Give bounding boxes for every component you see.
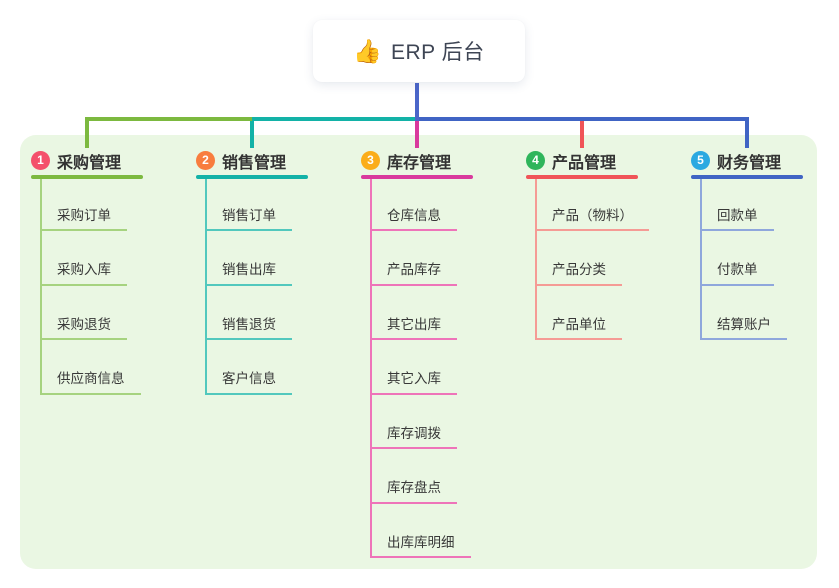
child-node-label: 付款单: [717, 262, 758, 277]
branch-underline: [361, 175, 473, 179]
root-node-label: ERP 后台: [391, 41, 485, 64]
child-node-采购退货[interactable]: 采购退货: [40, 286, 127, 340]
branch-child-line: [40, 179, 42, 395]
child-node-库存调拨[interactable]: 库存调拨: [370, 395, 457, 449]
branch-title: 产品管理: [552, 154, 617, 172]
child-node-出库库明细[interactable]: 出库库明细: [370, 504, 471, 558]
child-node-label: 库存盘点: [387, 480, 441, 495]
branch-children: 采购订单采购入库采购退货供应商信息: [40, 177, 141, 395]
branch-title: 财务管理: [717, 154, 782, 172]
branch-underline: [31, 175, 143, 179]
child-node-销售退货[interactable]: 销售退货: [205, 286, 292, 340]
branch-node-销售管理[interactable]: 2 销售管理: [196, 151, 287, 172]
branch-child-line: [370, 179, 372, 558]
child-node-label: 产品分类: [552, 262, 606, 277]
child-node-label: 产品单位: [552, 316, 606, 332]
child-node-label: 采购订单: [57, 207, 111, 223]
child-node-结算账户[interactable]: 结算账户: [700, 286, 787, 340]
connector-bus-line: [252, 117, 417, 121]
child-node-label: 销售订单: [222, 207, 276, 223]
child-node-label: 采购入库: [57, 262, 111, 277]
branch-underline: [196, 175, 308, 179]
child-node-产品单位[interactable]: 产品单位: [535, 286, 622, 340]
branch-number-badge: 3: [361, 151, 380, 170]
child-node-其它入库[interactable]: 其它入库: [370, 340, 457, 395]
branch-underline: [526, 175, 638, 179]
branch-children: 产品（物料） 产品分类产品单位: [535, 177, 649, 340]
thumbs-up-icon: 👍: [353, 37, 382, 64]
connector-drop-line: [415, 117, 419, 148]
branch-title: 销售管理: [222, 154, 287, 172]
child-node-回款单[interactable]: 回款单: [700, 177, 774, 231]
child-node-label: 销售退货: [222, 316, 276, 332]
child-node-label: 回款单: [717, 207, 758, 223]
branch-number-badge: 4: [526, 151, 545, 170]
child-node-label: 出库库明细: [387, 534, 455, 550]
child-node-仓库信息[interactable]: 仓库信息: [370, 177, 457, 231]
branch-title: 采购管理: [57, 154, 122, 172]
child-node-供应商信息[interactable]: 供应商信息: [40, 340, 141, 395]
child-node-产品分类[interactable]: 产品分类: [535, 231, 622, 286]
connector-drop-line: [85, 117, 89, 148]
branches-panel: [20, 135, 817, 569]
child-node-其它出库[interactable]: 其它出库: [370, 286, 457, 340]
child-node-label: 其它出库: [387, 316, 441, 332]
branch-number-badge: 2: [196, 151, 215, 170]
child-node-label: 销售出库: [222, 262, 276, 277]
child-node-label: 库存调拨: [387, 425, 441, 441]
child-node-销售出库[interactable]: 销售出库: [205, 231, 292, 286]
child-node-label: 仓库信息: [387, 207, 441, 223]
child-node-销售订单[interactable]: 销售订单: [205, 177, 292, 231]
child-node-付款单[interactable]: 付款单: [700, 231, 774, 286]
child-node-采购入库[interactable]: 采购入库: [40, 231, 127, 286]
branch-children: 销售订单销售出库销售退货客户信息: [205, 177, 292, 395]
child-node-label: 其它入库: [387, 371, 441, 386]
branch-child-line: [205, 179, 207, 395]
child-node-label: 供应商信息: [57, 371, 125, 386]
child-node-产品库存[interactable]: 产品库存: [370, 231, 457, 286]
branch-node-财务管理[interactable]: 5 财务管理: [691, 151, 782, 172]
child-node-产品（物料）[interactable]: 产品（物料）: [535, 177, 649, 231]
branch-children: 回款单付款单结算账户: [700, 177, 787, 340]
root-connector-line: [415, 83, 419, 121]
branch-node-采购管理[interactable]: 1 采购管理: [31, 151, 122, 172]
branch-node-产品管理[interactable]: 4 产品管理: [526, 151, 617, 172]
branch-node-库存管理[interactable]: 3 库存管理: [361, 151, 452, 172]
branch-child-line: [535, 179, 537, 340]
connector-bus-line: [417, 117, 749, 121]
child-node-label: 产品（物料）: [552, 207, 633, 223]
connector-drop-line: [580, 117, 584, 148]
child-node-label: 产品库存: [387, 262, 441, 277]
child-node-库存盘点[interactable]: 库存盘点: [370, 449, 457, 504]
branch-child-line: [700, 179, 702, 340]
child-node-客户信息[interactable]: 客户信息: [205, 340, 292, 395]
child-node-label: 客户信息: [222, 371, 276, 386]
child-node-采购订单[interactable]: 采购订单: [40, 177, 127, 231]
branch-number-badge: 1: [31, 151, 50, 170]
branch-number-badge: 5: [691, 151, 710, 170]
connector-bus-line: [85, 117, 252, 121]
branch-children: 仓库信息产品库存其它出库其它入库库存调拨库存盘点出库库明细: [370, 177, 471, 558]
child-node-label: 采购退货: [57, 316, 111, 332]
branch-title: 库存管理: [387, 154, 452, 172]
connector-drop-line: [745, 117, 749, 148]
branch-underline: [691, 175, 803, 179]
child-node-label: 结算账户: [717, 316, 771, 332]
root-node-erp[interactable]: 👍 ERP 后台: [313, 20, 525, 82]
connector-drop-line: [250, 117, 254, 148]
